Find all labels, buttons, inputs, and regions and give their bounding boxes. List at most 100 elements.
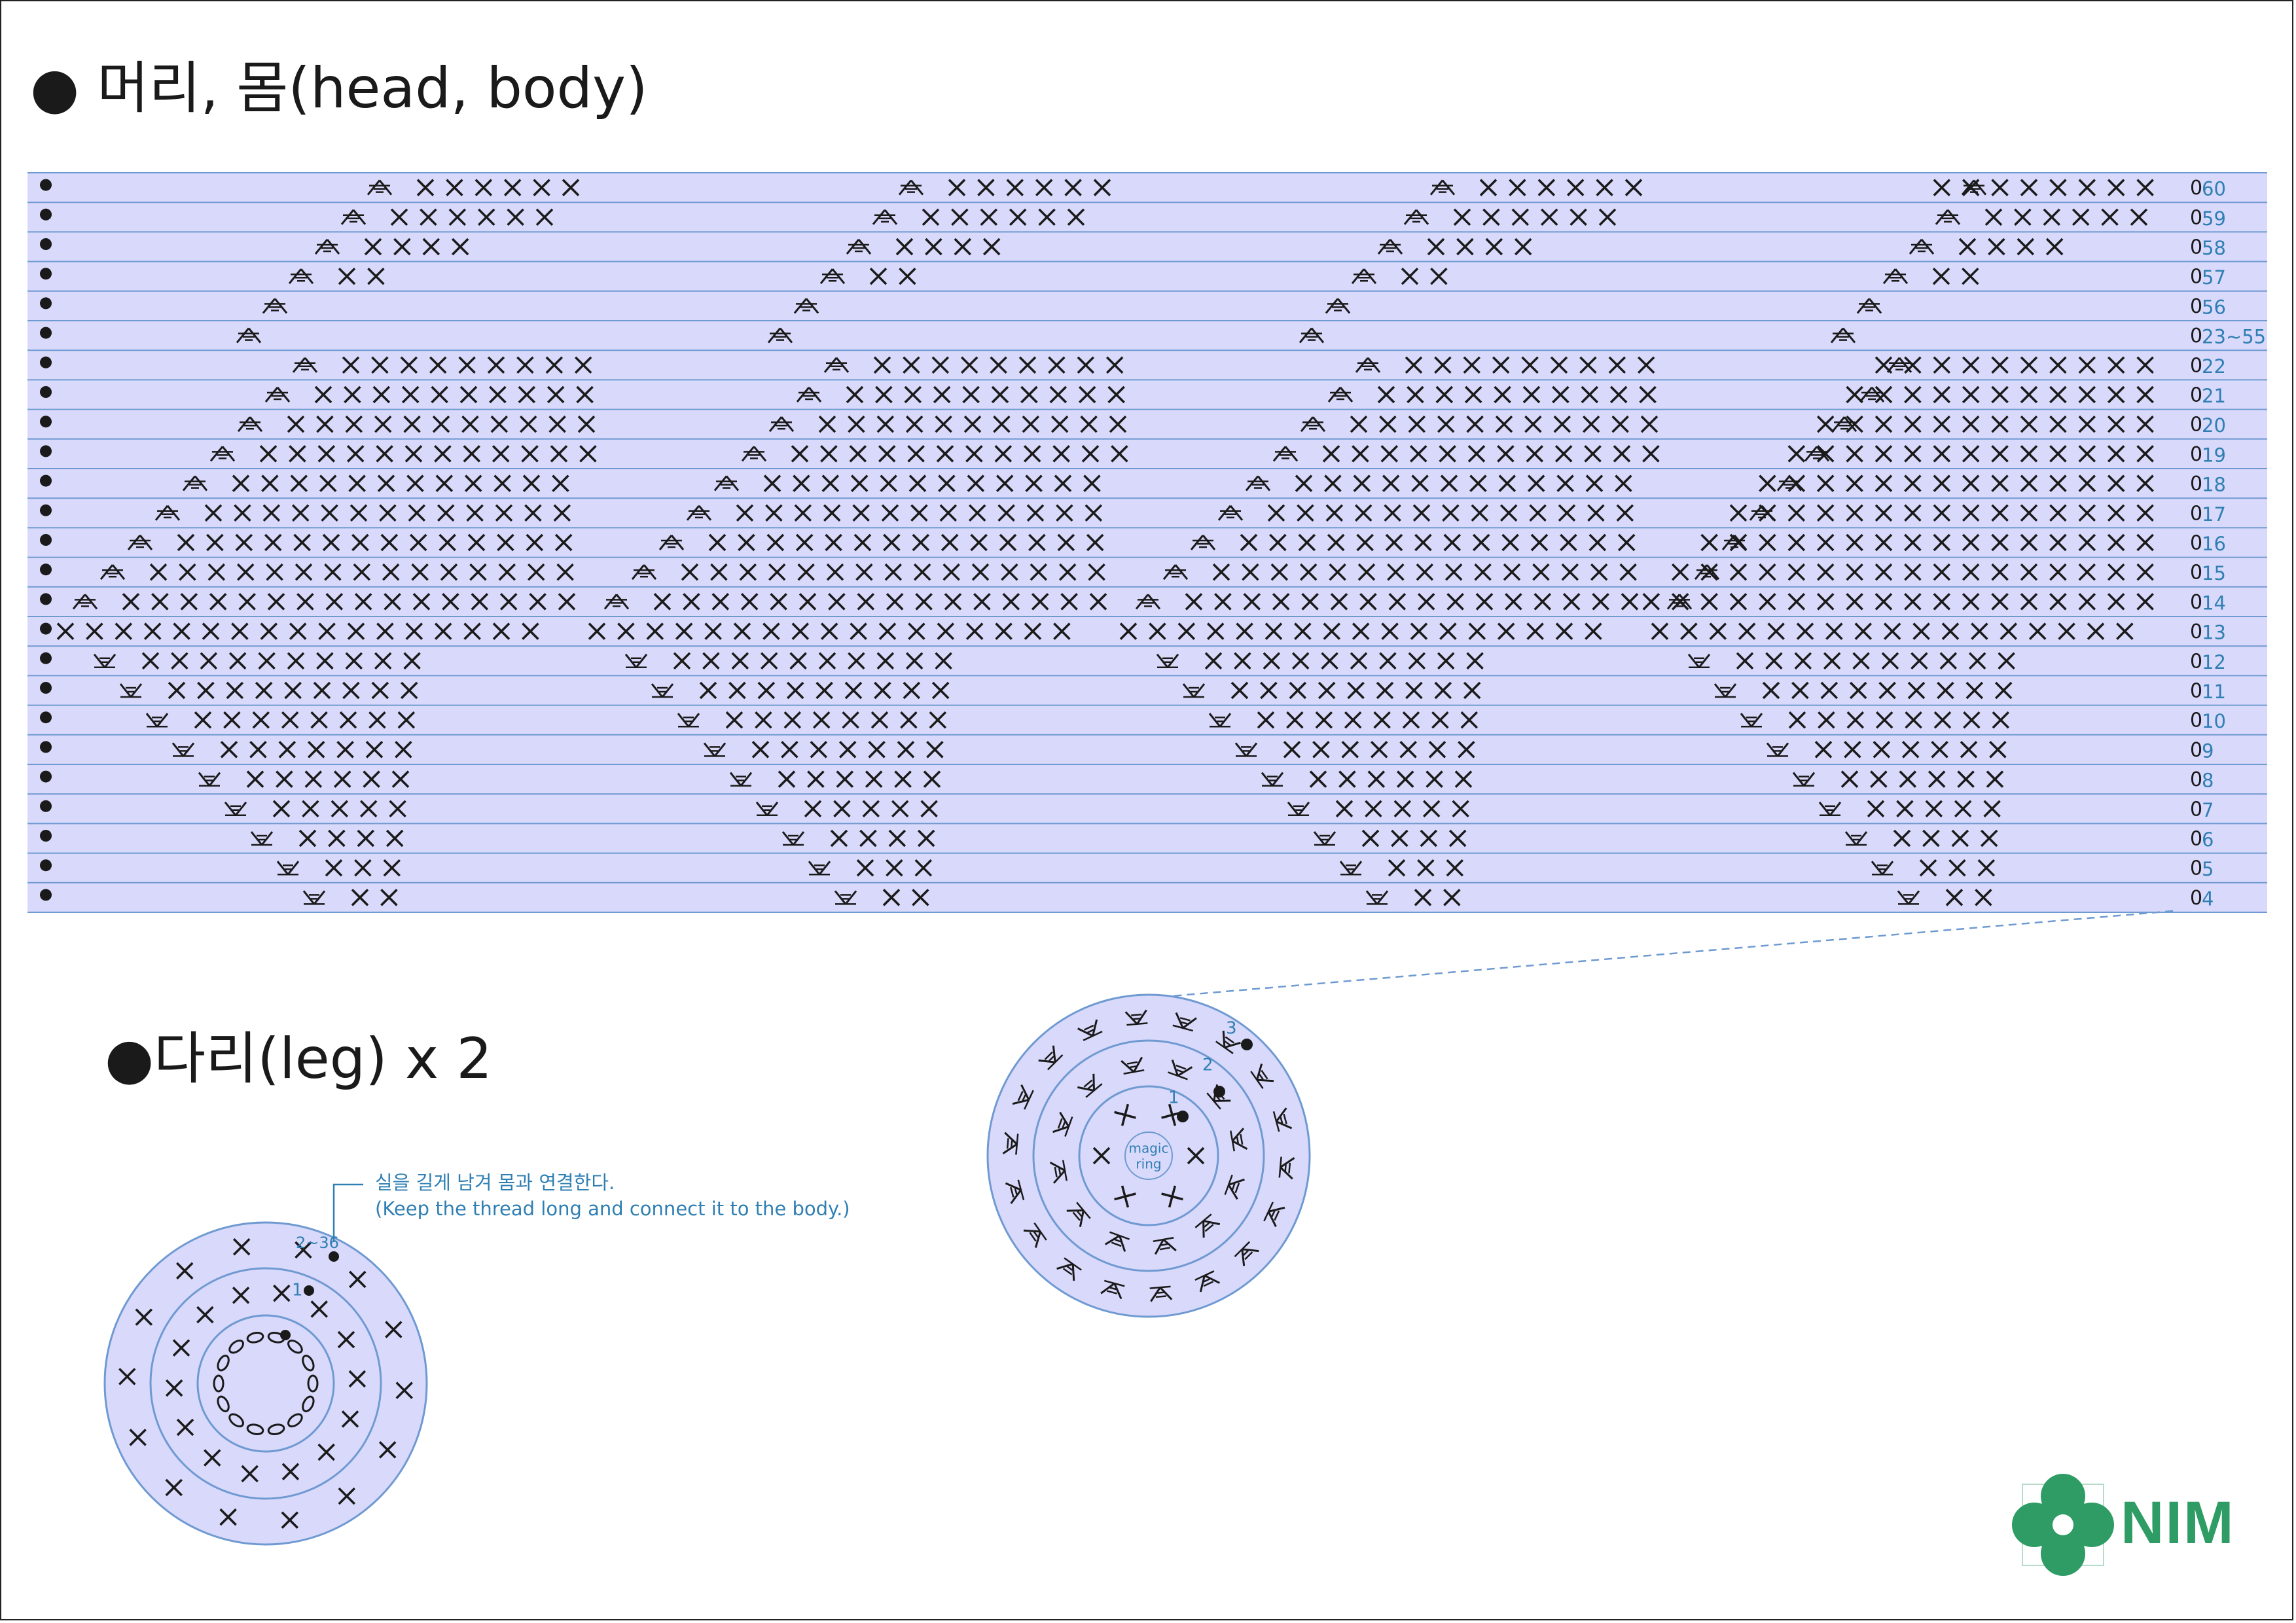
round-start-marker: 0 [2190,473,2202,495]
row-label: 22 [2202,355,2226,378]
round-start-marker: 0 [2190,532,2202,555]
slip-stitch-dot [40,889,52,901]
slip-stitch-dot [1213,1086,1225,1097]
leg-note-korean: 실을 길게 남겨 몸과 연결한다. [375,1171,615,1194]
round-start-marker: 0 [2190,443,2202,466]
round-start-marker: 0 [2190,177,2202,200]
slip-stitch-dot [40,327,52,339]
slip-stitch-dot [40,504,52,516]
slip-stitch-dot [304,1285,314,1296]
slip-stitch-dot [40,297,52,310]
row-label: 13 [2202,622,2226,644]
slip-stitch-dot [40,238,52,250]
row-label: 4 [2202,887,2214,910]
row-label: 20 [2202,414,2226,437]
chain-stitch [228,1413,244,1428]
ring-round-label: 3 [1226,1019,1237,1039]
round-start-marker: 0 [2190,768,2202,791]
round-start-marker: 0 [2190,384,2202,407]
slip-stitch-dot [40,268,52,280]
logo-text: NIM [2121,1489,2235,1556]
row-label: 19 [2202,444,2226,466]
row-label: 9 [2202,740,2214,762]
magic-ring-label-1: magic [1129,1141,1169,1156]
row-label: 14 [2202,592,2226,614]
round-start-marker: 0 [2190,325,2202,348]
round-start-marker: 0 [2190,562,2202,584]
round-start-marker: 0 [2190,680,2202,703]
slip-stitch-dot [280,1330,291,1340]
row-label: 15 [2202,562,2226,584]
grid-background [27,173,2267,912]
chain-stitch [246,1331,264,1344]
row-label: 7 [2202,799,2214,821]
slip-stitch-dot [40,682,52,694]
row-label: 59 [2202,207,2226,230]
round-start-marker: 0 [2190,798,2202,821]
row-label: 10 [2202,710,2226,732]
slip-stitch-dot [40,445,52,457]
slip-stitch-dot [40,356,52,368]
row-label: 21 [2202,385,2226,407]
round-start-marker: 0 [2190,266,2202,289]
row-label: 56 [2202,296,2226,318]
slip-stitch-dot [40,830,52,842]
slip-stitch-dot [40,416,52,428]
row-label: 57 [2202,266,2226,289]
row-label: 17 [2202,503,2226,526]
slip-stitch-dot [40,622,52,635]
leg-note-english: (Keep the thread long and connect it to … [375,1198,850,1220]
row-label: 58 [2202,237,2226,259]
round-start-marker: 0 [2190,739,2202,762]
round-start-marker: 0 [2190,650,2202,673]
row-label: 5 [2202,858,2214,880]
slip-stitch-dot [40,859,52,872]
note-leader-line [332,1183,363,1242]
section-title-leg: ●다리(leg) x 2 [105,1026,493,1092]
slip-stitch-dot [40,179,52,191]
slip-stitch-dot [40,741,52,753]
round-start-marker: 0 [2190,591,2202,614]
magic-ring-label-2: ring [1136,1156,1161,1172]
slip-stitch-dot [40,474,52,487]
row-label: 6 [2202,829,2214,851]
chain-stitch [287,1339,303,1354]
round-start-marker: 0 [2190,709,2202,732]
slip-stitch-dot [1177,1111,1189,1122]
ring-round-label: 1 [1168,1088,1179,1108]
slip-stitch-dot [40,593,52,605]
slip-stitch-dot [329,1251,339,1262]
slip-stitch-dot [40,208,52,221]
ring-round-label: 2 [1202,1056,1213,1075]
slip-stitch-dot [1241,1039,1253,1050]
chain-stitch [217,1355,230,1372]
round-start-marker: 0 [2190,887,2202,910]
round-start-marker: 0 [2190,857,2202,880]
magic-ring-center [1124,1132,1173,1180]
slip-stitch-dot [40,800,52,812]
round-start-marker: 0 [2190,620,2202,643]
leg-round-1 [196,1314,335,1453]
round-start-marker: 0 [2190,414,2202,437]
leg-diagram: 1 2~36 [103,1221,428,1546]
slip-stitch-dot [40,563,52,576]
chain-stitch [307,1374,319,1393]
chain-stitch [213,1374,224,1393]
chain-stitch [287,1413,303,1428]
round-start-marker: 0 [2190,502,2202,525]
chain-stitch [228,1339,244,1354]
chain-stitch [267,1423,285,1436]
round-start-marker: 0 [2190,206,2202,229]
row-label: 23~55 [2202,326,2266,348]
round-start-marker: 0 [2190,236,2202,259]
row-label: 18 [2202,474,2226,496]
row-label: 16 [2202,533,2226,555]
slip-stitch-dot [40,534,52,546]
chain-stitch [246,1423,264,1436]
leg-round-label: 2~36 [296,1234,339,1252]
chain-stitch [302,1395,315,1412]
leg-round-label: 1 [292,1281,303,1300]
